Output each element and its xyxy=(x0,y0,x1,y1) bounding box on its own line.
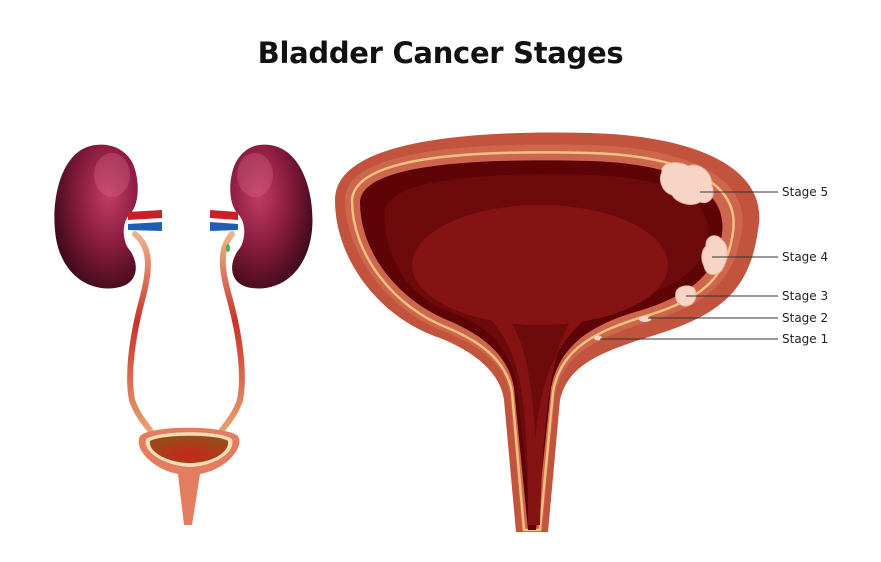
page-title: Bladder Cancer Stages xyxy=(257,36,624,70)
left-renal-vessels xyxy=(128,210,162,231)
right-renal-vessels xyxy=(210,210,238,231)
stage-1-label: Stage 1 xyxy=(782,332,829,346)
right-kidney xyxy=(230,144,313,289)
stage-4-label: Stage 4 xyxy=(782,250,829,264)
stage-3-label: Stage 3 xyxy=(782,289,829,303)
right-ureter xyxy=(219,231,245,433)
tumor-stage-4 xyxy=(701,235,728,275)
bladder-cross-section xyxy=(335,132,760,532)
tumor-stage-3 xyxy=(675,285,697,307)
kidney-stone xyxy=(226,244,230,252)
tumor-stage-1 xyxy=(594,335,602,341)
left-kidney xyxy=(54,144,138,289)
tumor-stage-2 xyxy=(639,316,651,322)
leader-lines xyxy=(600,191,778,340)
left-ureter xyxy=(127,231,153,433)
tumor-stage-5 xyxy=(659,162,714,205)
stage-2-label: Stage 2 xyxy=(782,311,829,325)
stage-5-label: Stage 5 xyxy=(782,185,829,199)
small-bladder xyxy=(138,427,240,525)
